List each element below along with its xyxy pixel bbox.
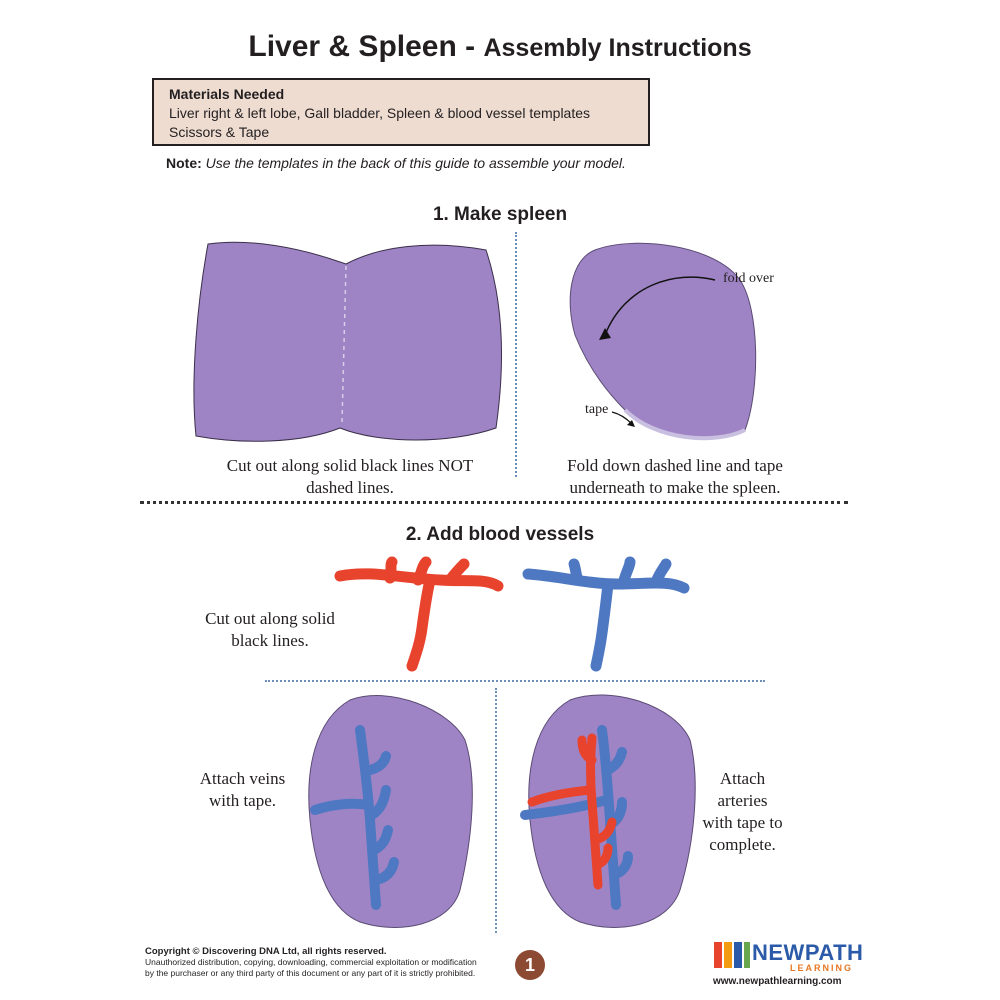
copyright-line: Unauthorized distribution, copying, down… xyxy=(145,957,477,967)
step-2-horizontal-divider xyxy=(265,680,765,682)
logo-subtitle: LEARNING xyxy=(790,963,853,973)
step-1-caption-fold: Fold down dashed line and tape underneat… xyxy=(520,455,830,499)
tape-arrow-icon xyxy=(611,411,635,427)
tape-label: tape xyxy=(585,402,609,417)
step-1-heading: 1. Make spleen xyxy=(432,204,568,225)
book-logo-icon xyxy=(714,942,750,968)
caption-line: underneath to make the spleen. xyxy=(569,478,781,497)
vein-template-image xyxy=(522,556,690,672)
step-2-caption-cut: Cut out along solid black lines. xyxy=(190,608,350,652)
materials-heading: Materials Needed xyxy=(169,86,285,102)
spleen-template-image xyxy=(193,241,502,442)
title-dash: - xyxy=(456,30,484,63)
caption-line: with tape to xyxy=(702,813,783,832)
copyright-notice: Copyright © Discovering DNA Ltd, all rig… xyxy=(145,946,495,979)
website-url: www.newpathlearning.com xyxy=(713,976,842,987)
spleen-with-veins-image xyxy=(308,695,473,928)
step-1-divider xyxy=(515,232,517,477)
note-label: Note: xyxy=(166,155,202,171)
step-2-caption-veins: Attach veins with tape. xyxy=(190,768,295,812)
materials-box: Materials Needed Liver right & left lobe… xyxy=(152,78,650,146)
copyright-line: by the purchaser or any third party of t… xyxy=(145,968,476,978)
materials-line-1: Liver right & left lobe, Gall bladder, S… xyxy=(169,105,591,121)
artery-template-image xyxy=(334,556,504,672)
fold-over-label: fold over xyxy=(723,271,774,286)
caption-line: Attach veins xyxy=(199,769,286,788)
note-text: Use the templates in the back of this gu… xyxy=(201,155,626,171)
section-divider xyxy=(140,501,848,504)
caption-line: Fold down dashed line and tape xyxy=(567,456,783,475)
caption-line: complete. xyxy=(709,835,776,854)
caption-line: Cut out along solid xyxy=(205,609,335,628)
step-2-vertical-divider xyxy=(495,688,497,933)
step-2-heading: 2. Add blood vessels xyxy=(405,524,595,545)
spleen-completed-image xyxy=(520,694,696,928)
caption-line: with tape. xyxy=(208,791,277,810)
title-main: Liver & Spleen xyxy=(248,30,457,63)
page-title: Liver & Spleen - Assembly Instructions xyxy=(0,30,1000,64)
copyright-heading: Copyright © Discovering DNA Ltd, all rig… xyxy=(145,946,387,957)
caption-line: black lines. xyxy=(231,631,309,650)
logo-name: NEWPATH xyxy=(752,940,864,965)
step-1-caption-cut: Cut out along solid black lines NOT dash… xyxy=(190,455,510,499)
materials-line-2: Scissors & Tape xyxy=(169,124,270,140)
caption-line: dashed lines. xyxy=(306,478,394,497)
caption-line: Cut out along solid black lines NOT xyxy=(226,456,474,475)
page-number-badge: 1 xyxy=(515,950,545,980)
caption-line: Attach arteries xyxy=(717,769,768,810)
title-sub: Assembly Instructions xyxy=(483,34,752,62)
step-2-caption-arteries: Attach arteries with tape to complete. xyxy=(700,768,785,856)
folded-spleen-image xyxy=(569,242,757,441)
note: Note: Use the templates in the back of t… xyxy=(166,155,626,171)
